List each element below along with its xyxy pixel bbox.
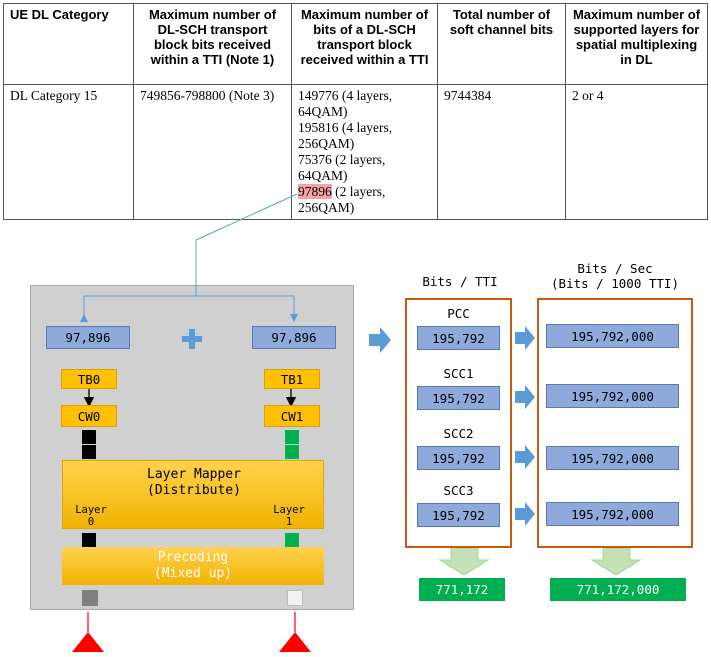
highlight-connector	[195, 193, 298, 278]
precoding-title: Precoding	[157, 550, 229, 565]
cw1-box: CW1	[264, 405, 320, 427]
tb-value-box-left: 97,896	[46, 326, 130, 349]
layer-mapper-block: Layer Mapper (Distribute) Layer 0 Layer …	[62, 460, 324, 529]
highlighted-value: 97896	[298, 184, 332, 199]
output-square-light	[287, 590, 303, 606]
symbol-square-black	[82, 533, 96, 547]
layer-mapper-subtitle: (Distribute)	[147, 483, 241, 498]
bits-sec-box-scc3: 195,792,000	[546, 502, 679, 526]
antenna-icon	[279, 632, 311, 652]
highlighted-suffix: (2 layers, 256QAM)	[298, 184, 386, 215]
bits-tti-box-pcc: 195,792	[417, 326, 500, 350]
bits-sec-box-pcc: 195,792,000	[546, 324, 679, 348]
header-max-tb-bits: Maximum number of DL-SCH transport block…	[133, 3, 292, 85]
cw0-box: CW0	[61, 405, 117, 427]
bits-sec-subheader: (Bits / 1000 TTI)	[551, 276, 679, 291]
symbol-square-green	[285, 533, 299, 547]
bits-sec-box-scc1: 195,792,000	[546, 384, 679, 408]
cell-soft-bits: 9744384	[437, 84, 566, 220]
symbol-square-black	[82, 430, 96, 444]
down-arrow-icon	[438, 547, 490, 576]
plus-icon	[182, 329, 202, 349]
precoding-block: Precoding (Mixed up)	[62, 547, 324, 585]
header-ue-category: UE DL Category	[3, 3, 134, 85]
tb0-box: TB0	[61, 369, 117, 389]
bits-sec-box-scc2: 195,792,000	[546, 446, 679, 470]
cell-max-bits-options: 149776 (4 layers, 64QAM) 195816 (4 layer…	[291, 84, 438, 220]
table-row: DL Category 15 749856-798800 (Note 3) 14…	[3, 84, 708, 220]
option-line: 75376 (2 layers, 64QAM)	[298, 152, 386, 183]
carrier-label-scc1: SCC1	[443, 366, 474, 381]
bits-tti-box-scc2: 195,792	[417, 446, 500, 470]
symbol-square-green	[285, 430, 299, 444]
right-arrow-icon	[369, 327, 391, 353]
bits-tti-box-scc1: 195,792	[417, 386, 500, 410]
tb1-box: TB1	[264, 369, 320, 389]
bits-sec-frame	[537, 298, 693, 548]
symbol-square-green	[285, 445, 299, 459]
down-arrow-icon	[590, 547, 642, 576]
carrier-label-scc3: SCC3	[443, 483, 474, 498]
output-square-dark	[82, 590, 98, 606]
layer1-label: Layer	[273, 504, 305, 516]
cell-max-tb-bits: 749856-798800 (Note 3)	[133, 84, 292, 220]
right-arrow-icon	[515, 445, 535, 469]
table-header-row: UE DL Category Maximum number of DL-SCH …	[3, 3, 708, 85]
antenna-icon	[72, 632, 104, 652]
bits-tti-frame	[405, 298, 512, 548]
bits-tti-header: Bits / TTI	[422, 274, 498, 289]
cell-category: DL Category 15	[3, 84, 134, 220]
header-max-layers: Maximum number of supported layers for s…	[565, 3, 708, 85]
bits-sec-header: Bits / Sec	[577, 261, 653, 276]
layer0-number: 0	[87, 516, 95, 528]
right-arrow-icon	[515, 385, 535, 409]
layer1-number: 1	[285, 516, 293, 528]
layer-mapper-title: Layer Mapper	[147, 467, 241, 482]
total-bits-sec-box: 771,172,000	[550, 578, 686, 601]
layer0-label: Layer	[75, 504, 107, 516]
carrier-label-scc2: SCC2	[443, 426, 474, 441]
bits-tti-box-scc3: 195,792	[417, 503, 500, 527]
ue-category-table: UE DL Category Maximum number of DL-SCH …	[3, 3, 708, 220]
split-connector	[80, 295, 298, 322]
carrier-label-pcc: PCC	[447, 306, 470, 321]
total-bits-tti-box: 771,172	[419, 578, 505, 601]
tb-value-box-right: 97,896	[252, 326, 336, 349]
option-line-highlighted: 97896 (2 layers, 256QAM)	[298, 184, 431, 216]
right-arrow-icon	[515, 326, 535, 350]
precoding-subtitle: (Mixed up)	[153, 566, 233, 581]
option-line: 195816 (4 layers, 256QAM)	[298, 120, 393, 151]
right-arrow-icon	[515, 502, 535, 526]
option-line: 149776 (4 layers, 64QAM)	[298, 88, 393, 119]
symbol-square-black	[82, 445, 96, 459]
cell-layers: 2 or 4	[565, 84, 708, 220]
